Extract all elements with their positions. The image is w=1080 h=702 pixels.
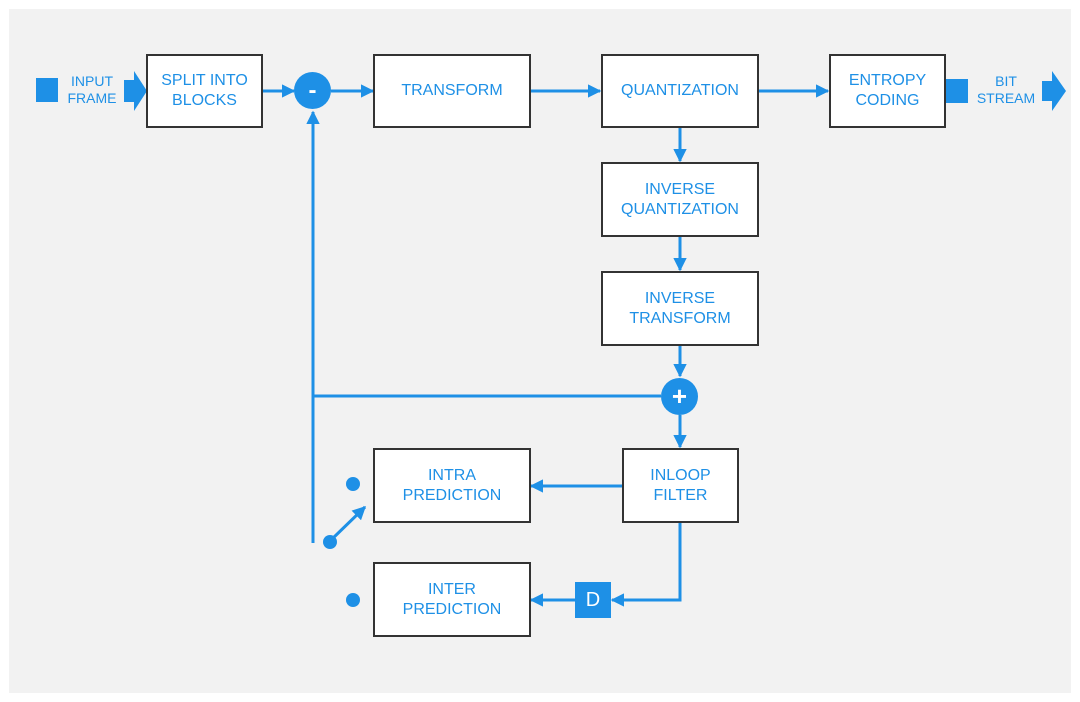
inter-prediction-label: INTER PREDICTION: [402, 580, 502, 618]
inverse-transform-label: INVERSE TRANSFORM: [629, 289, 731, 327]
intra-terminal-dot: [346, 477, 360, 491]
switch-pivot-dot: [323, 535, 337, 549]
switch-lever: [328, 505, 367, 543]
output-square-icon: [945, 79, 968, 103]
intra-prediction-block: INTRA PREDICTION: [373, 448, 531, 523]
add-node: +: [661, 378, 698, 415]
subtract-node: -: [294, 72, 331, 109]
inverse-quantization-label: INVERSE QUANTIZATION: [621, 180, 739, 218]
arrow-filter-to-delay: [610, 523, 682, 607]
input-square-icon: [36, 78, 58, 102]
inter-terminal-dot: [346, 593, 360, 607]
bit-stream-label: BIT STREAM: [976, 73, 1036, 106]
delay-block: D: [575, 582, 611, 618]
entropy-coding-label: ENTROPY CODING: [848, 72, 927, 109]
inverse-quantization-block: INVERSE QUANTIZATION: [601, 162, 759, 237]
inter-prediction-block: INTER PREDICTION: [373, 562, 531, 637]
split-into-blocks-block: SPLIT INTO BLOCKS: [146, 54, 263, 128]
inloop-filter-block: INLOOP FILTER: [622, 448, 739, 523]
quantization-label: QUANTIZATION: [621, 82, 739, 99]
intra-prediction-label: INTRA PREDICTION: [402, 466, 502, 504]
input-arrow-icon: [124, 71, 147, 111]
output-arrow-icon: [1042, 71, 1066, 111]
split-into-blocks-label: SPLIT INTO BLOCKS: [161, 72, 248, 109]
inverse-transform-block: INVERSE TRANSFORM: [601, 271, 759, 346]
quantization-block: QUANTIZATION: [601, 54, 759, 128]
transform-block: TRANSFORM: [373, 54, 531, 128]
entropy-coding-block: ENTROPY CODING: [829, 54, 946, 128]
input-frame-label: INPUT FRAME: [67, 73, 117, 106]
transform-label: TRANSFORM: [401, 82, 503, 99]
inloop-filter-label: INLOOP FILTER: [650, 466, 711, 504]
